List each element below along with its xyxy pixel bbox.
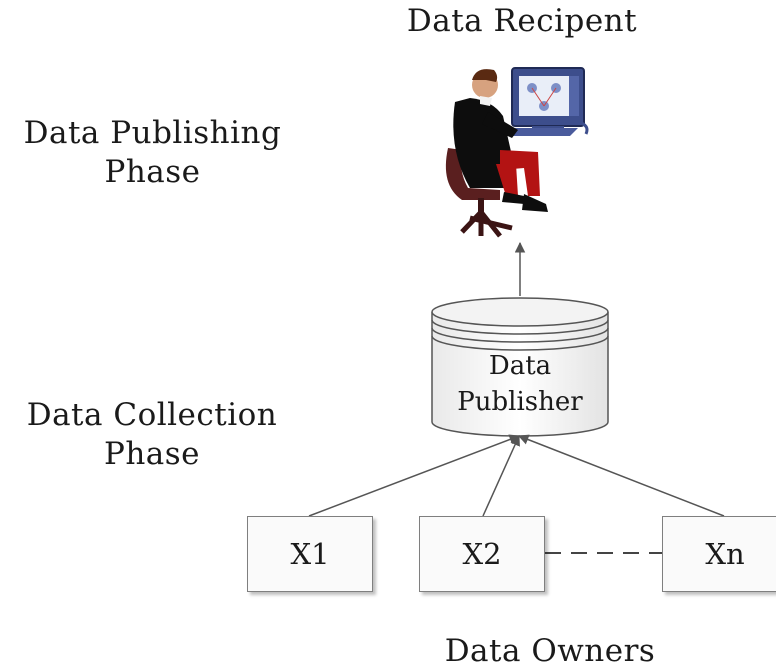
arrow-x1-to-publisher [308, 434, 520, 517]
collection-phase-line-1: Data Collection [26, 397, 278, 433]
publisher-line-1: Data [488, 351, 552, 381]
publishing-phase-line-2: Phase [104, 154, 201, 190]
data-owner-box-x2: X2 [419, 516, 545, 592]
data-collection-phase-label: Data Collection Phase [0, 396, 304, 474]
publisher-line-2: Publisher [457, 387, 583, 417]
data-owner-box-xn: Xn [662, 516, 776, 592]
data-publishing-phase-label: Data Publishing Phase [0, 114, 305, 192]
publishing-phase-line-1: Data Publishing [23, 115, 282, 151]
database-cylinder-icon [431, 297, 609, 437]
collection-phase-line-2: Phase [103, 436, 201, 472]
person-at-computer-icon [445, 67, 589, 238]
data-publisher-label: Data Publisher [432, 348, 608, 420]
arrow-xn-to-publisher [518, 434, 725, 517]
data-recipient-title: Data Recipent [406, 3, 638, 39]
data-owner-box-x1: X1 [247, 516, 373, 592]
arrow-x2-to-publisher [482, 435, 520, 517]
data-owners-title: Data Owners [444, 633, 656, 669]
